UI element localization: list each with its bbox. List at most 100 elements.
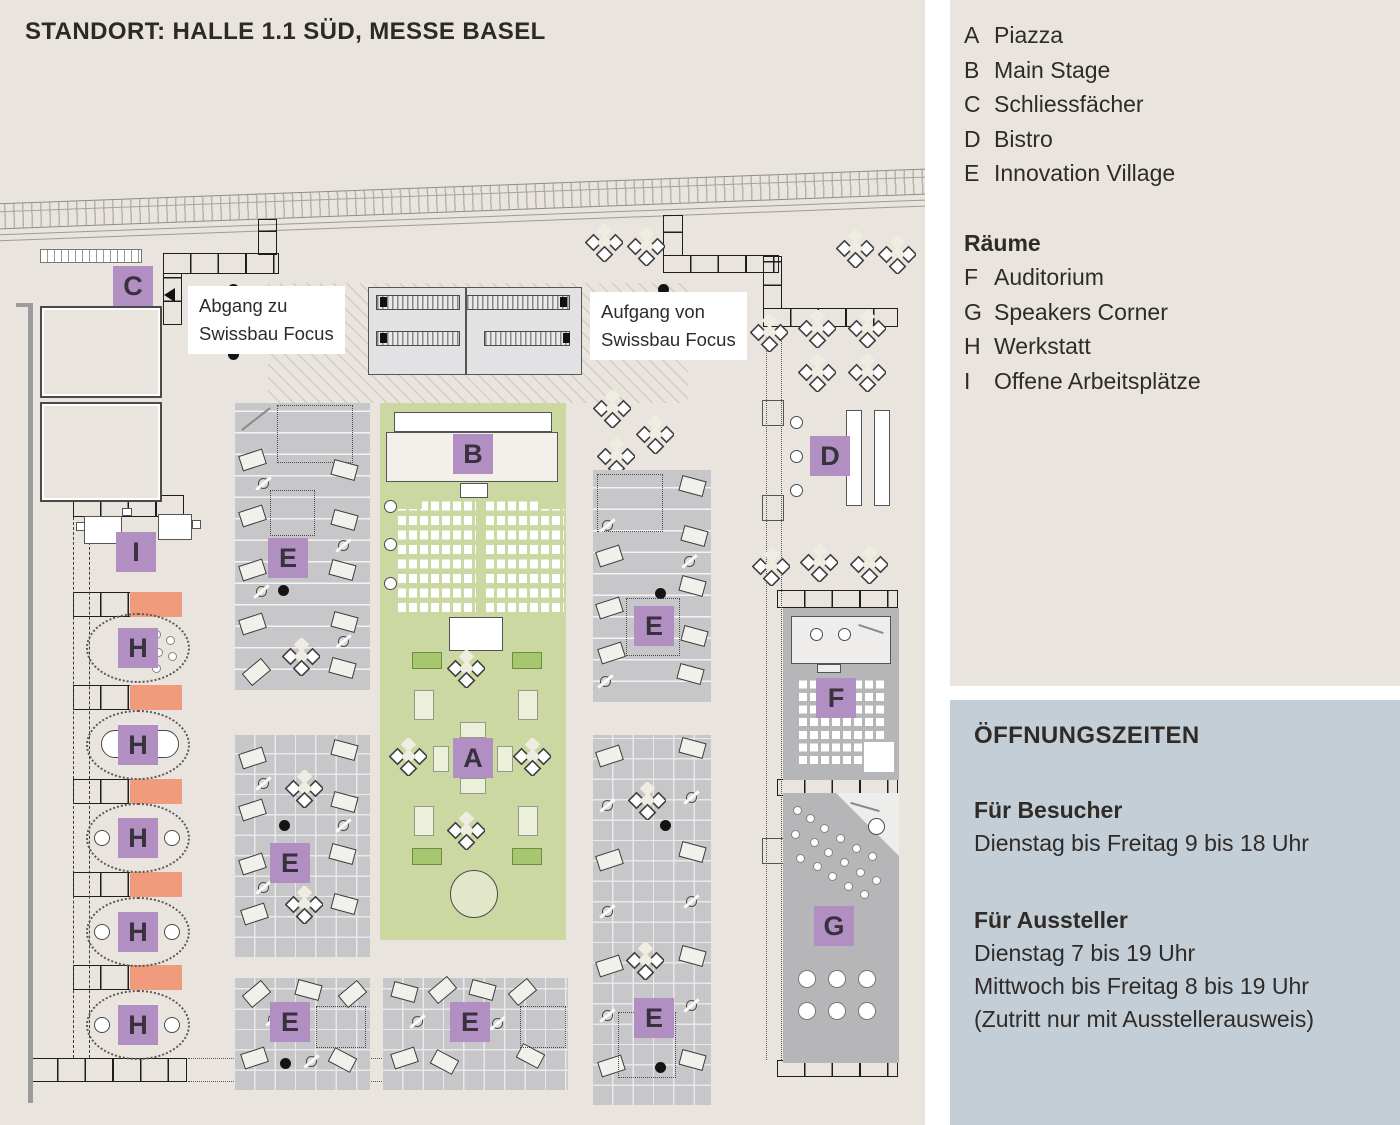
legend-label: Speakers Corner: [994, 298, 1168, 325]
workdesk-chair: [76, 522, 85, 531]
legend-rooms-header: Räume: [964, 229, 1041, 256]
grid-ladder: [73, 965, 131, 990]
column-dot: [228, 349, 239, 360]
bench-icon: [512, 848, 542, 865]
grid-ladder: [663, 215, 683, 256]
page-title: STANDORT: HALLE 1.1 SÜD, MESSE BASEL: [25, 18, 546, 45]
legend-item-auditorium: F Auditorium: [964, 260, 1400, 295]
seat-circle-icon: [858, 970, 876, 988]
grid-dotted-line: [766, 335, 767, 1060]
stool-icon: [840, 858, 849, 867]
grid-ladder: [73, 872, 131, 897]
room-outline: [40, 402, 162, 502]
opening-hours-panel: ÖFFNUNGSZEITEN Für Besucher Dienstag bis…: [950, 700, 1400, 1125]
visitors-header: Für Besucher: [974, 797, 1123, 823]
chair-icon: [602, 520, 613, 531]
chair-icon: [306, 1056, 317, 1067]
bench-icon: [412, 652, 442, 669]
grid-node: [762, 400, 784, 426]
chair-icon: [686, 1000, 697, 1011]
column-dot: [655, 1062, 666, 1073]
stool-icon: [813, 862, 822, 871]
stool-icon: [856, 868, 865, 877]
bench-icon: [433, 746, 449, 772]
marker-speakers-corner: G: [814, 906, 854, 946]
grid-ladder: [73, 685, 131, 710]
legend-item-schliessfaecher: C Schliessfächer: [964, 87, 1400, 122]
legend-key: C: [964, 91, 981, 117]
legend-key: H: [964, 333, 981, 359]
grid-ladder: [163, 253, 279, 274]
marker-werkstatt: H: [118, 1005, 158, 1045]
exhibitors-hours-line1: Dienstag 7 bis 19 Uhr: [974, 940, 1196, 966]
stool-icon: [872, 876, 881, 885]
stool-icon: [796, 854, 805, 863]
stage-podium: [460, 483, 488, 498]
chair-icon: [686, 792, 697, 803]
exhibitors-hours-line2: Mittwoch bis Freitag 8 bis 19 Uhr: [974, 973, 1309, 999]
bar-stool-icon: [790, 416, 803, 429]
label-aufgang: Aufgang von Swissbau Focus: [590, 292, 747, 360]
table-cluster-icon: [636, 416, 674, 454]
grid-ladder: [763, 256, 782, 309]
speaker-icon: [384, 577, 397, 590]
piazza-table: [449, 617, 503, 651]
marker-piazza: A: [453, 738, 493, 778]
table-cluster-icon: [593, 390, 631, 428]
table-cluster-icon: [798, 310, 836, 348]
legend-item-piazza: A Piazza: [964, 18, 1400, 53]
chair-icon: [602, 1010, 613, 1021]
bench-icon: [512, 652, 542, 669]
stool-icon: [164, 924, 180, 940]
table-cluster-icon: [282, 638, 320, 676]
grid-node: [762, 495, 784, 521]
speaker-icon: [838, 628, 851, 641]
dotted-booth: [520, 1006, 566, 1048]
legend-item-offene-arbeitsplaetze: I Offene Arbeitsplätze: [964, 364, 1400, 399]
grid-ladder: [777, 590, 898, 608]
column-dot: [660, 820, 671, 831]
bar-stool-icon: [790, 484, 803, 497]
werkstatt-ellipse: [86, 613, 190, 683]
table-cluster-icon: [513, 738, 551, 776]
bench-icon: [518, 806, 538, 836]
marker-innovation-village: E: [270, 1002, 310, 1042]
legend-key: F: [964, 264, 979, 290]
werkstatt-ellipse: [86, 897, 190, 967]
legend-label: Piazza: [994, 22, 1064, 48]
stool-icon: [852, 844, 861, 853]
chair-icon: [258, 478, 269, 489]
opening-hours-header: ÖFFNUNGSZEITEN: [974, 722, 1200, 749]
table-cluster-icon: [878, 236, 916, 274]
door-arrow-icon: [164, 288, 175, 302]
table-cluster-icon: [752, 548, 790, 586]
escalator-arrow-icon: [380, 297, 387, 307]
column-dot: [279, 820, 290, 831]
marker-auditorium: F: [816, 678, 856, 718]
table-cluster-icon: [285, 770, 323, 808]
table-cluster-icon: [836, 230, 874, 268]
exhibitors-header: Für Aussteller: [974, 907, 1128, 933]
chair-icon: [258, 882, 269, 893]
seat-rows: [486, 498, 564, 612]
workbench: [130, 965, 182, 990]
bistro-counter: [874, 410, 890, 506]
label-abgang: Abgang zu Swissbau Focus: [188, 286, 345, 354]
grid-dashed-line: [89, 517, 90, 1058]
table-cluster-icon: [285, 886, 323, 924]
label-aufgang-line2: Swissbau Focus: [601, 328, 736, 350]
marker-bistro: D: [810, 436, 850, 476]
legend-label: Offene Arbeitsplätze: [994, 367, 1201, 394]
workbench: [130, 872, 182, 897]
stool-icon: [820, 824, 829, 833]
seat-circle-icon: [798, 1002, 816, 1020]
speaker-icon: [384, 538, 397, 551]
table-cluster-icon: [848, 310, 886, 348]
table-cluster-icon: [750, 314, 788, 352]
chair-icon: [602, 906, 613, 917]
marker-werkstatt: H: [118, 818, 158, 858]
legend-panel: A Piazza B Main Stage C Schliessfächer D…: [950, 0, 1400, 686]
bench-icon: [460, 778, 486, 794]
stool-icon: [810, 838, 819, 847]
grid-dashed-line: [73, 517, 74, 1058]
